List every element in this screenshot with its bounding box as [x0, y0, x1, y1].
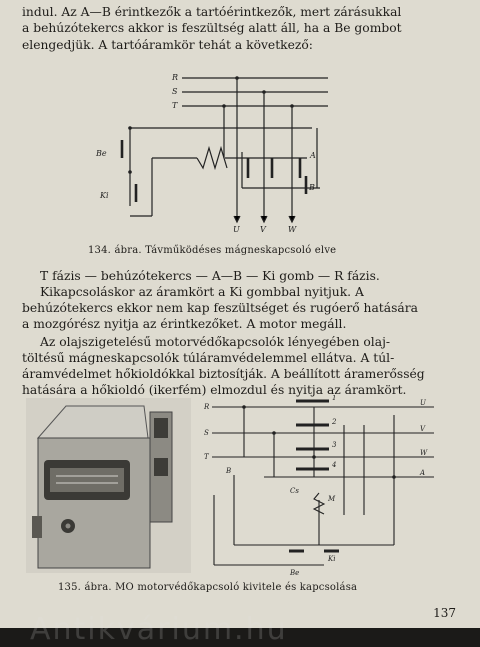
figure-135-photo	[26, 398, 191, 573]
fig134-label-v: V	[260, 225, 267, 234]
figure-135-diagram: R S T 1 2 3 4 U V W A Cs M B Be Ki	[204, 395, 434, 577]
circuit-chain: T fázis — behúzótekercs — A—B — Ki gomb …	[40, 269, 380, 283]
fig135-label-t: T	[204, 453, 210, 461]
fig135-label-s: S	[204, 429, 209, 437]
p2-line-3: áramvédelmet hőkioldókkal biztosítják. A…	[22, 367, 425, 381]
intro-line-1: indul. Az A—B érintkezők a tartóérintkez…	[22, 5, 402, 19]
page-number: 137	[433, 606, 456, 620]
fig135-label-4: 4	[331, 461, 336, 469]
p2-line-4: hatására a hőkioldó (ikerfém) elmozdul é…	[22, 383, 407, 397]
figure-134-caption: 134. ábra. Távműködéses mágneskapcsoló e…	[88, 245, 337, 256]
p1-line-3: a mozgórész nyitja az érintkezőket. A mo…	[22, 317, 347, 331]
p1-line-2: behúzótekercs ekkor nem kap feszültséget…	[22, 301, 418, 315]
intro-line-3: elengedjük. A tartóáramkör tehát a követ…	[22, 38, 313, 52]
intro-line-2: a behúzótekercs akkor is feszültség alat…	[22, 21, 402, 35]
fig134-label-ki: Ki	[99, 191, 109, 200]
p2-line-1: Az olajszigetelésű motorvédőkapcsolók lé…	[40, 335, 391, 349]
book-page: indul. Az A—B érintkezők a tartóérintkez…	[0, 0, 480, 628]
p2-line-2: töltésű mágneskapcsolók túláramvédelemme…	[22, 351, 395, 365]
fig135-label-r: R	[204, 403, 210, 411]
fig135-label-b: B	[225, 467, 231, 475]
fig135-label-m: M	[327, 495, 336, 503]
fig135-label-cs: Cs	[290, 487, 299, 495]
figure-134-diagram: R S T Be Ki A B U V W	[95, 73, 328, 234]
fig134-label-s: S	[172, 87, 178, 96]
fig135-label-1: 1	[332, 395, 336, 402]
fig135-label-a: A	[419, 469, 425, 477]
p1-line-1: Kikapcsoláskor az áramkört a Ki gombbal …	[40, 285, 364, 299]
figure-135-caption: 135. ábra. MO motorvédőkapcsoló kivitele…	[58, 582, 358, 593]
fig135-label-u: U	[420, 399, 427, 407]
fig134-label-be: Be	[95, 149, 107, 158]
fig135-label-2: 2	[331, 418, 337, 426]
fig134-label-t: T	[172, 101, 178, 110]
watermark: Antikvárium.hu	[30, 612, 288, 647]
fig134-label-a: A	[309, 151, 316, 160]
fig135-label-ki: Ki	[327, 555, 335, 563]
fig134-label-r: R	[171, 73, 178, 82]
fig135-label-w: W	[420, 449, 428, 457]
fig134-label-b: B	[308, 183, 315, 192]
fig135-label-3: 3	[332, 441, 337, 449]
fig135-label-be: Be	[289, 569, 299, 577]
fig134-label-u: U	[233, 225, 240, 234]
fig134-label-w: W	[288, 225, 297, 234]
fig135-label-v: V	[420, 425, 426, 433]
